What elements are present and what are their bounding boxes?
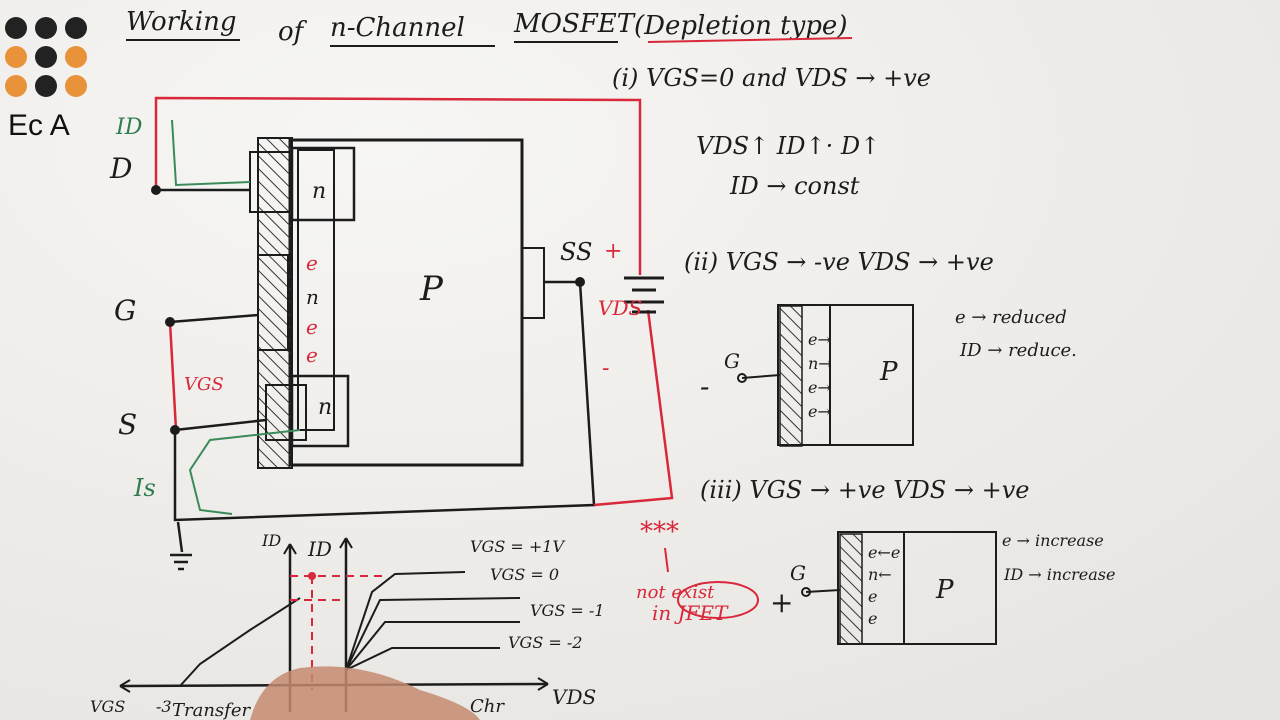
graph-x-right: VDS: [552, 685, 596, 709]
channel-carrier-label: e: [306, 315, 318, 339]
channel-carrier-label: n: [306, 285, 319, 309]
case-notes: (i) VGS=0 and VDS → +ve VDS↑ ID↑· D↑ ID …: [612, 64, 1115, 625]
channel-carrier-label: e: [306, 343, 318, 367]
source-contact: [265, 384, 307, 441]
region-n-bottom-label: n: [318, 395, 332, 420]
n-channel: [297, 149, 335, 431]
case2-title: (ii) VGS → -ve VDS → +ve: [684, 248, 994, 276]
jfet-circle: [677, 581, 759, 619]
graph-x-left: VGS: [90, 697, 125, 716]
d2-channel-label: n→: [808, 354, 832, 373]
hand-occluding: [250, 666, 480, 720]
case3-note2: ID → increase: [1003, 565, 1115, 584]
channel-carrier-label: e: [306, 251, 318, 275]
eca-logo: Ec A: [5, 17, 87, 142]
not-exist-note: not exist: [636, 582, 715, 603]
diagram-positive-vgs: G + P e←e n← ee: [770, 531, 997, 645]
d2-channel-label: e→: [808, 330, 831, 349]
terminal-ss: SS: [560, 238, 592, 266]
title-mosfet: MOSFET: [513, 9, 636, 39]
case1-title: (i) VGS=0 and VDS → +ve: [612, 64, 931, 92]
logo-dot: [65, 17, 87, 39]
graph-output: Chr: [470, 696, 505, 717]
current-is-label: Is: [133, 474, 156, 502]
d2-channel-label: e→: [808, 402, 831, 421]
logo-text: Ec A: [8, 109, 70, 142]
logo-dot: [5, 75, 27, 97]
logo-dot: [65, 75, 87, 97]
region-p-label: P: [419, 269, 444, 309]
terminal-labels: D G S SS ID Is VGS VDS + -: [109, 115, 642, 502]
gate-oxide: [257, 137, 293, 469]
case1-line1: VDS↑ ID↑· D↑: [696, 132, 880, 160]
graph-transfer: Transfer: [172, 700, 251, 720]
region-n-top-label: n: [312, 179, 326, 204]
vgs-label: VGS: [184, 374, 224, 395]
d3-channel-label: e: [868, 609, 877, 628]
stars-mark: ***: [640, 517, 679, 547]
logo-dot: [35, 17, 57, 39]
battery-minus: -: [602, 356, 609, 381]
title-of: of: [278, 17, 308, 47]
n-source-region: [290, 374, 350, 448]
battery-vds-label: VDS: [598, 296, 642, 320]
terminal-d: D: [109, 152, 132, 185]
d3-gate-label: G: [790, 561, 806, 585]
n-drain-region: [290, 146, 356, 222]
curve-label: VGS = +1V: [470, 537, 565, 556]
logo-dot: [5, 17, 27, 39]
curve-label: VGS = -2: [508, 633, 582, 652]
circuit-wires: [151, 96, 674, 571]
logo-dot: [35, 75, 57, 97]
title-nchannel: n-Channel: [330, 13, 465, 43]
characteristics-graph: ID ID VGS VDS -3 Transfer Chr VGS = +1V V…: [90, 531, 604, 720]
case3-note1: e → increase: [1002, 531, 1104, 550]
logo-dot: [35, 46, 57, 68]
case2-note1: e → reduced: [955, 307, 1067, 328]
graph-y2-label: ID: [307, 537, 332, 561]
d3-channel-label: e←e: [868, 543, 900, 562]
title-depletion: (Depletion type): [634, 11, 847, 41]
d3-channel-label: n←: [868, 565, 892, 584]
case2-note2: ID → reduce.: [959, 340, 1077, 361]
case1-line2: ID → const: [729, 172, 860, 200]
gate-contact: [257, 254, 289, 351]
terminal-g: G: [114, 294, 136, 327]
logo-dot: [65, 46, 87, 68]
d2-channel-label: e→: [808, 378, 831, 397]
graph-neg-tick: -3: [156, 697, 172, 716]
d3-sign: +: [770, 586, 793, 619]
d2-gate-label: G: [724, 349, 740, 373]
graph-y1-label: ID: [261, 531, 281, 550]
d3-region: P: [935, 575, 954, 605]
battery-plus: +: [604, 239, 622, 264]
curve-label: VGS = -1: [530, 601, 604, 620]
d2-sign: -: [700, 370, 709, 403]
logo-dot: [5, 46, 27, 68]
current-id-label: ID: [115, 115, 143, 140]
d2-region: P: [879, 357, 898, 387]
d3-channel-label: e: [868, 587, 877, 606]
terminal-s: S: [118, 408, 137, 441]
title-working: Working: [126, 7, 237, 37]
case3-title: (iii) VGS → +ve VDS → +ve: [700, 476, 1029, 504]
page-title: Working of n-Channel MOSFET (Depletion t…: [126, 7, 853, 47]
diagram-negative-vgs: G - P e→ n→ e→ e→: [700, 304, 914, 447]
curve-label: VGS = 0: [490, 565, 559, 584]
